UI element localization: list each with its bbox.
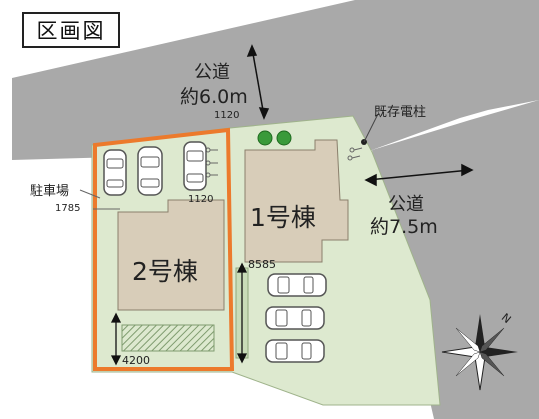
parking-label: 駐車場	[30, 184, 70, 199]
dimension-1120-inner: 1120	[188, 194, 214, 205]
dimension-1120-top: 1120	[214, 110, 240, 121]
dimension-8585: 8585	[248, 258, 276, 271]
building-2	[117, 199, 225, 311]
top-road-label: 公道	[194, 62, 230, 83]
car-icon	[267, 273, 327, 297]
building-1-label: 1号棟	[250, 203, 316, 232]
page-title: 区画図	[22, 12, 120, 48]
road-width-arrow	[364, 163, 474, 187]
dimension-1785: 1785	[55, 203, 81, 214]
car-icon	[103, 149, 127, 196]
pole-label: 既存電柱	[374, 105, 427, 120]
right-road-label: 公道	[388, 194, 424, 215]
car-icon	[183, 141, 207, 191]
parking-leader	[79, 189, 101, 199]
top-road	[12, 0, 539, 160]
tree-icon	[257, 130, 273, 146]
car-icon	[265, 306, 325, 330]
dimension-8585-line	[236, 262, 248, 364]
pole-leader	[363, 113, 379, 143]
road-width-arrow	[246, 44, 270, 120]
building-2-label: 2号棟	[132, 257, 198, 286]
building-1	[244, 139, 349, 263]
compass-icon	[441, 314, 518, 391]
top-road-width: 約6.0m	[180, 86, 248, 108]
right-road-width: 約7.5m	[370, 216, 438, 238]
tree-icon	[276, 130, 292, 146]
right-road	[372, 100, 539, 419]
garden-strip	[121, 324, 215, 352]
dimension-4200: 4200	[122, 354, 150, 367]
car-icon	[265, 339, 325, 363]
highlight-frame	[93, 127, 235, 371]
dimension-4200-line	[110, 312, 122, 366]
utility-marker-icon	[205, 147, 363, 178]
car-icon	[137, 146, 163, 196]
